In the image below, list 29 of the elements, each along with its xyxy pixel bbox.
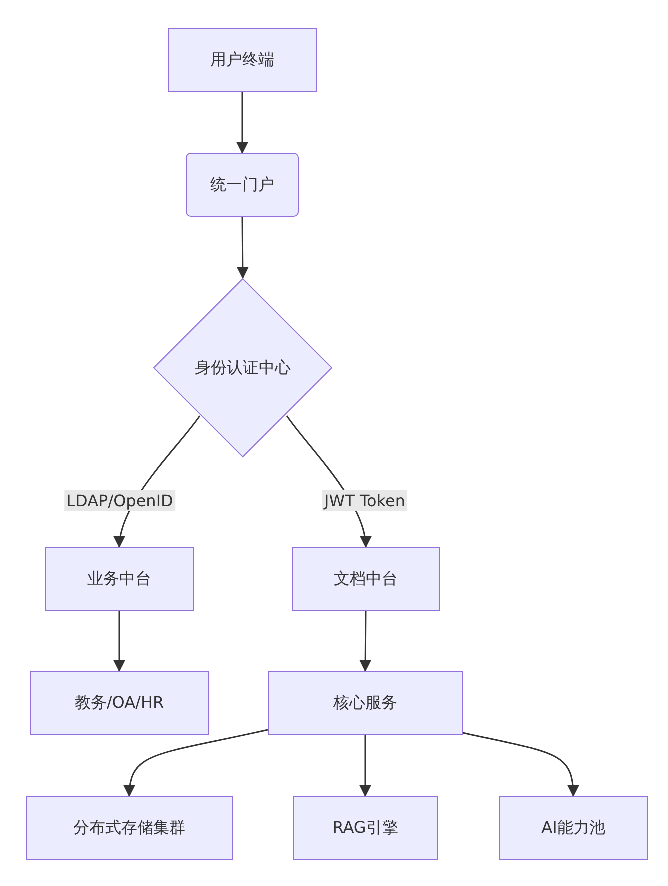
process-box bbox=[186, 153, 299, 217]
node-label: RAG引擎 bbox=[332, 818, 398, 838]
arrow bbox=[360, 611, 372, 672]
arrow bbox=[114, 611, 126, 672]
process-box bbox=[45, 547, 194, 611]
node-label: AI能力池 bbox=[542, 818, 606, 838]
edge-label: LDAP/OpenID bbox=[64, 490, 176, 512]
arrow bbox=[124, 729, 268, 798]
process-box bbox=[499, 796, 648, 860]
arrow bbox=[236, 217, 249, 280]
node-label: 统一门户 bbox=[210, 174, 274, 196]
arrow bbox=[236, 92, 248, 154]
node-label: 身份认证中心 bbox=[195, 358, 291, 378]
node-label: 业务中台 bbox=[88, 568, 152, 590]
process-box bbox=[26, 796, 233, 860]
node-label: 教务/OA/HR bbox=[74, 692, 164, 714]
arrow bbox=[462, 732, 580, 798]
decision-diamond bbox=[153, 278, 333, 458]
process-box bbox=[168, 28, 317, 92]
node-label: 用户终端 bbox=[210, 50, 274, 70]
process-box bbox=[293, 796, 438, 860]
process-box bbox=[292, 547, 440, 611]
process-box bbox=[268, 671, 463, 735]
node-label: 分布式存储集群 bbox=[74, 818, 186, 838]
arrow bbox=[360, 735, 372, 798]
edge-label: JWT Token bbox=[322, 490, 408, 512]
node-label: 文档中台 bbox=[334, 568, 398, 590]
node-label: 核心服务 bbox=[334, 692, 398, 714]
process-box bbox=[30, 671, 209, 735]
